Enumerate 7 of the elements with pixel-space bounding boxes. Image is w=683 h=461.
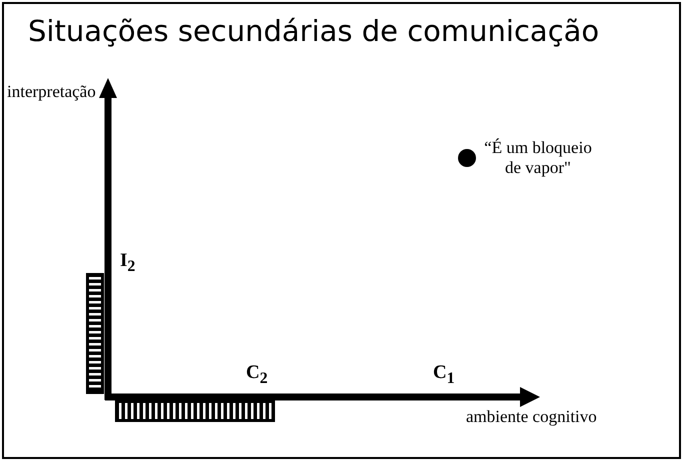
axis-marker: C$_{1}$ <box>433 362 455 388</box>
axis-label: ambiente cognitivo <box>466 407 597 427</box>
axis-marker: I$_{2}$ <box>120 250 136 276</box>
point-label: “É um bloqueio de vapor" <box>483 138 593 178</box>
axis-label: interpretação <box>7 82 96 102</box>
title: Situações secundárias de comunicação <box>28 14 600 48</box>
axis-marker: C$_{2}$ <box>246 362 268 388</box>
